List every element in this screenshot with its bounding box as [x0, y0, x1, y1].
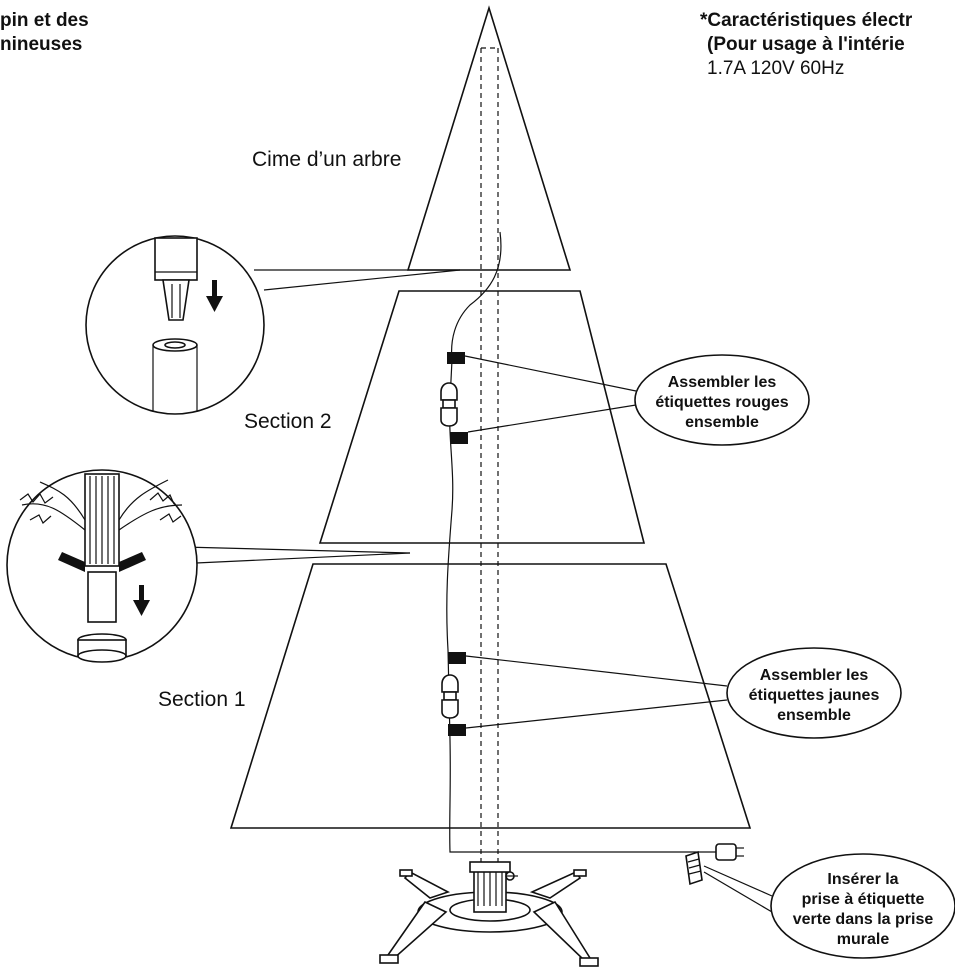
title-line-1: pin et des — [0, 10, 89, 31]
callout-red-tags: Assembler les étiquettes rouges ensemble — [464, 354, 810, 446]
down-arrow-icon — [206, 280, 223, 312]
label-section-2: Section 2 — [244, 410, 332, 433]
callout-red-line-3: ensemble — [685, 414, 759, 431]
callout-green-line-1: Insérer la — [827, 871, 898, 888]
middle-joint-detail — [6, 469, 411, 663]
light-wire — [446, 231, 716, 853]
label-section-1: Section 1 — [158, 688, 246, 711]
callout-green-line-4: murale — [837, 931, 890, 948]
callout-red-line-1: Assembler les — [668, 374, 777, 391]
center-pole — [480, 47, 499, 870]
red-tag-upper — [447, 352, 465, 364]
callout-yellow-line-2: étiquettes jaunes — [749, 687, 880, 704]
top-joint-detail — [85, 235, 461, 415]
tree-top-section — [406, 5, 572, 271]
specs-line-2: (Pour usage à l'intérie — [707, 34, 905, 55]
callout-yellow-line-3: ensemble — [777, 707, 851, 724]
green-tag-icon — [685, 850, 703, 886]
section-2-body — [318, 290, 646, 544]
plug-icon — [715, 843, 744, 861]
title-line-2: nineuses — [0, 34, 82, 55]
yellow-tag-upper — [448, 652, 466, 664]
yellow-tag-lower — [448, 724, 466, 736]
section-1-body — [229, 563, 752, 829]
callout-green-line-3: verte dans la prise — [793, 911, 934, 928]
callout-red-line-2: étiquettes rouges — [655, 394, 788, 411]
callout-yellow-tags: Assembler les étiquettes jaunes ensemble — [465, 647, 902, 739]
tree-stand — [379, 861, 599, 967]
light-connector-icon — [440, 382, 458, 427]
specs-line-1: *Caractéristiques électr — [700, 10, 913, 31]
callout-yellow-line-1: Assembler les — [760, 667, 869, 684]
label-tree-top: Cime d’un arbre — [252, 148, 401, 171]
specs-line-3: 1.7A 120V 60Hz — [707, 58, 844, 79]
light-connector-icon-2 — [441, 674, 459, 719]
callout-green-line-2: prise à étiquette — [802, 891, 925, 908]
red-tag-lower — [450, 432, 468, 444]
callout-green-plug: Insérer la prise à étiquette verte dans … — [703, 853, 955, 959]
down-arrow-icon-2 — [133, 585, 150, 616]
